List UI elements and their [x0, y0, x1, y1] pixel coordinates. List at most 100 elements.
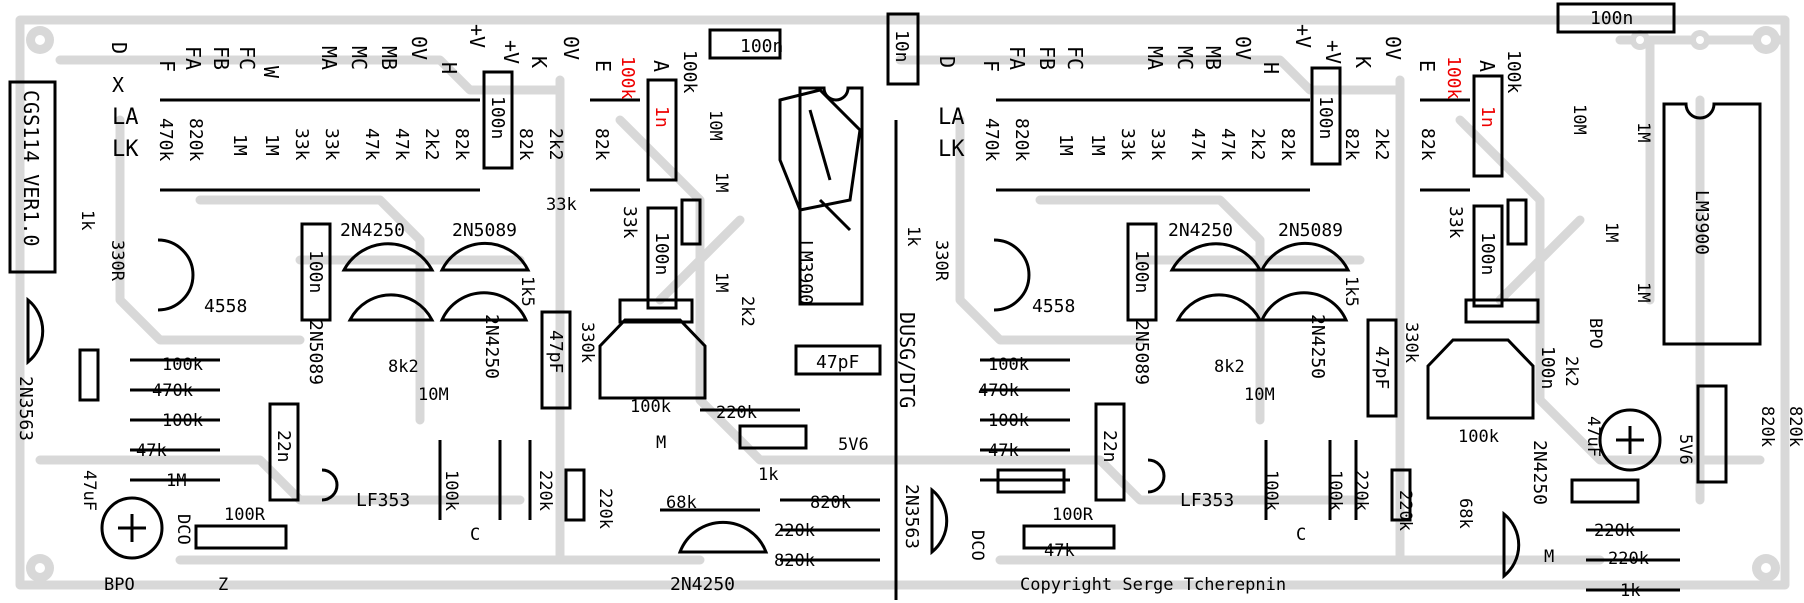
resistor-label: 2k2 [545, 128, 566, 161]
transistor-label: 2N4250 [481, 314, 502, 379]
misc-label: 10M [1244, 385, 1275, 405]
top-label: +V [1321, 40, 1345, 64]
cap-label: 100n [740, 36, 783, 57]
misc-label: 220k [774, 521, 815, 541]
ic-label: LF353 [356, 490, 410, 511]
pad-grid [26, 26, 1780, 582]
labels-right: D F FA FB FC MA MC MB 0V H +V +V K 0V E … [935, 8, 1712, 595]
misc-label: 820k [1757, 406, 1777, 447]
resistor-label: 33k [321, 128, 342, 161]
ic-label: LF353 [1180, 490, 1234, 511]
resistor-label: 82k [1277, 128, 1298, 161]
misc-label: 47k [1044, 541, 1075, 561]
cap-label: 100n [1315, 96, 1336, 139]
top-label: FA [1005, 46, 1029, 70]
misc-label: 100k [1261, 470, 1281, 511]
side-label: LA [112, 105, 139, 130]
resistor-label: 33k [1445, 206, 1466, 239]
cap-label: 47pF [545, 330, 566, 373]
resistor-label: 1M [1087, 134, 1108, 156]
misc-label: 330k [1401, 322, 1421, 363]
cap-label: 1n [651, 106, 672, 128]
misc-label: 1k5 [1341, 276, 1361, 307]
cap-label: 100n [651, 232, 672, 275]
top-label: W [259, 66, 283, 79]
side-label: LA [938, 105, 965, 130]
misc-label: 5V6 [838, 435, 869, 455]
misc-label: 1k [77, 210, 97, 230]
resistor-label: 82k [1417, 128, 1438, 161]
transistor-label: 2N5089 [1278, 220, 1343, 241]
top-label: H [1259, 62, 1283, 74]
resistor-label: 47k [361, 128, 382, 161]
cap-label: 47pF [816, 352, 859, 373]
cap-label: 1n [1477, 106, 1498, 128]
misc-label: 10M [705, 110, 725, 141]
top-label: 0V [1231, 36, 1255, 60]
misc-label: 220k [1608, 549, 1649, 569]
resistor-label: 47k [1187, 128, 1208, 161]
side-label: X [112, 73, 124, 97]
misc-label: 1M [166, 471, 186, 491]
cap-label: 100n [1537, 346, 1558, 389]
top-label: FB [209, 46, 233, 70]
misc-label: 47k [136, 441, 167, 461]
misc-label: 1k [758, 465, 778, 485]
top-label: MB [1201, 46, 1225, 70]
top-label: 100k [617, 56, 638, 100]
misc-label: 68k [1455, 498, 1475, 529]
cap-label: 47pF [1371, 346, 1392, 389]
resistor-label: 470k [981, 118, 1002, 162]
ic-label: 4558 [1032, 296, 1075, 317]
misc-label: 100k [1325, 470, 1345, 511]
copyright: Copyright Serge Tcherepnin [1020, 575, 1286, 595]
top-label: E [591, 60, 615, 72]
misc-label: 330R [931, 240, 951, 282]
resistor-label: 33k [619, 206, 640, 239]
top-label: H [437, 62, 461, 74]
misc-label: 47uF [79, 470, 99, 511]
resistor-label: 33k [291, 128, 312, 161]
transistor-label: 2N4250 [1529, 440, 1550, 505]
misc-label: 10M [1569, 104, 1589, 135]
top-label: 0V [407, 36, 431, 60]
misc-label: 100k [1458, 427, 1499, 447]
silkscreen-ink [8, 2, 1762, 600]
misc-label: C [470, 525, 480, 545]
misc-label: 47k [988, 441, 1019, 461]
cap-label: 100n [487, 96, 508, 139]
misc-label: 100R [224, 505, 266, 525]
misc-label: BPO [1585, 318, 1605, 349]
top-label: +V [1291, 24, 1315, 48]
top-label: +V [499, 40, 523, 64]
misc-label: 47uF [1583, 416, 1603, 457]
resistor-label: 33k [1147, 128, 1168, 161]
misc-label: BPO [104, 575, 135, 595]
transistor-label: 2N5089 [452, 220, 517, 241]
resistor-label: 33k [1117, 128, 1138, 161]
misc-label: 100k [441, 470, 461, 511]
top-label: FA [181, 46, 205, 70]
misc-label: 1M [711, 272, 731, 292]
resistor-label: 1M [229, 134, 250, 156]
misc-label: 10M [418, 385, 449, 405]
labels-right-misc: 1k 330R 1k5 330k 100k 8k2 10M 10M 1M 1M … [903, 104, 1804, 601]
misc-label: DCO [967, 530, 987, 561]
misc-label: 5V6 [1675, 434, 1695, 465]
ic-label: LM3900 [795, 240, 816, 305]
misc-label: 100k [988, 355, 1029, 375]
top-label: A [649, 60, 673, 72]
top-label: F [979, 60, 1003, 72]
misc-label: 1k5 [517, 276, 537, 307]
transistor-label: 2N4250 [670, 574, 735, 595]
misc-label: 820k [774, 551, 815, 571]
misc-label: 330R [107, 240, 127, 282]
resistor-label: 82k [591, 128, 612, 161]
misc-label: 470k [152, 381, 193, 401]
misc-label: 1k [903, 226, 923, 246]
resistor-label: 82k [515, 128, 536, 161]
resistor-label: 2k2 [1247, 128, 1268, 161]
top-label: 0V [559, 36, 583, 60]
